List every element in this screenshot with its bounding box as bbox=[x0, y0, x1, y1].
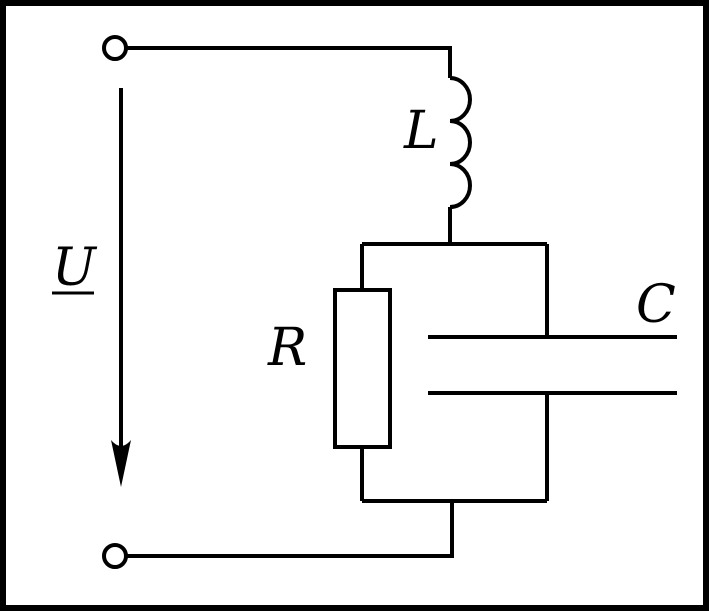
voltage-arrow-head bbox=[111, 440, 131, 487]
inductor-coil bbox=[449, 76, 472, 209]
resistor-body bbox=[333, 288, 392, 449]
inductor-label: L bbox=[403, 101, 439, 161]
bottom-terminal bbox=[102, 543, 128, 569]
voltage-label: U bbox=[52, 238, 98, 298]
capacitor-label: C bbox=[636, 275, 676, 335]
bottom-wire bbox=[126, 501, 454, 558]
top-terminal bbox=[102, 35, 128, 61]
top-wire bbox=[126, 46, 452, 78]
resistor-label: R bbox=[267, 318, 307, 378]
